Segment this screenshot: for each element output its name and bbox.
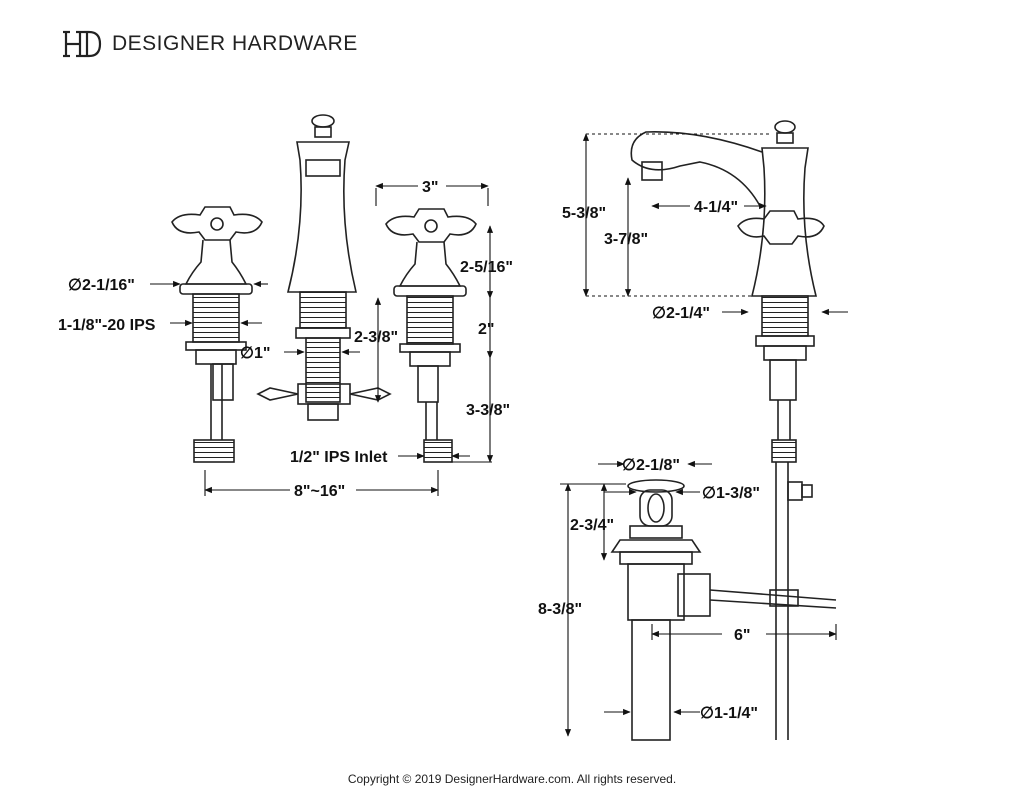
right-handle-valve (385, 208, 477, 463)
dim-spread: 8"~16" (294, 483, 345, 500)
dim-spout-reach: 4-1/4" (694, 199, 738, 216)
dim-drain-upper: 2-3/4" (570, 517, 614, 534)
dim-spout-shank-height: 2-3/8" (354, 329, 398, 346)
dh-monogram-icon (63, 30, 102, 58)
dim-drain-total: 8-3/8" (538, 601, 582, 618)
brand-name: DESIGNER HARDWARE (112, 32, 358, 55)
dim-base-diameter: ∅2-1/4" (652, 305, 710, 322)
dim-valve-lower: 3-3/8" (466, 402, 510, 419)
dim-overall-height: 5-3/8" (562, 205, 606, 222)
dim-drain-body-diameter: ∅1-3/8" (702, 485, 760, 502)
dim-thread: 1-1/8"-20 IPS (58, 317, 156, 334)
header: DESIGNER HARDWARE (62, 26, 358, 62)
dim-pivot-rod: 6" (734, 627, 750, 644)
dim-tailpiece-diameter: ∅1-1/4" (700, 705, 758, 722)
dim-valve-shank: 2" (478, 321, 494, 338)
dim-handle-spacing: 3" (422, 179, 438, 196)
dim-handle-diameter: ∅2-1/16" (68, 277, 135, 294)
dim-handle-height: 2-5/16" (460, 259, 513, 276)
left-handle-valve (171, 206, 263, 463)
dim-spout-height: 3-7/8" (604, 231, 648, 248)
dim-drain-flange-diameter: ∅2-1/8" (622, 457, 680, 474)
copyright-footer: Copyright © 2019 DesignerHardware.com. A… (347, 772, 677, 786)
spout-body (256, 114, 392, 421)
dim-inlet: 1/2" IPS Inlet (290, 449, 388, 466)
drain-assembly (610, 479, 837, 741)
dim-spout-hole-diameter: ∅1" (240, 345, 270, 362)
side-view-faucet (630, 120, 825, 740)
